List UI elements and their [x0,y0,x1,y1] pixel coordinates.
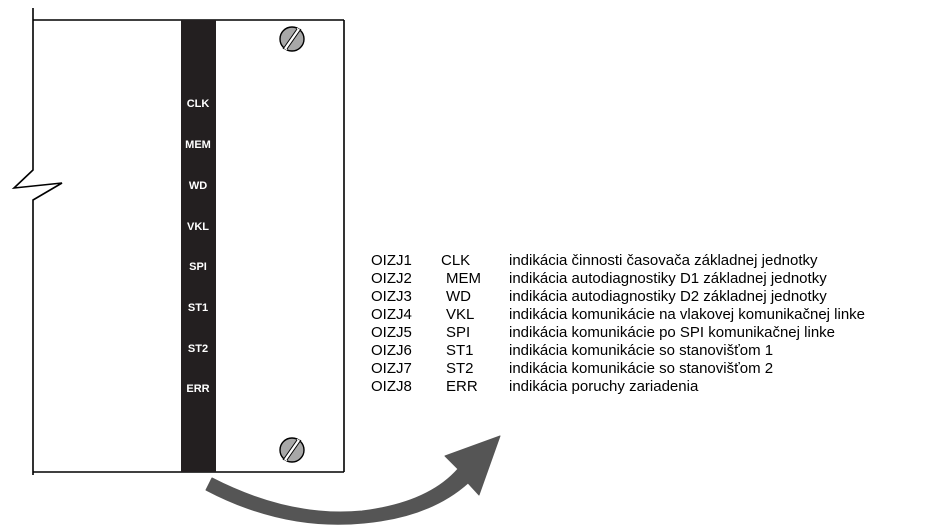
legend-row: OIZJ1 CLK indikácia činnosti časovača zá… [371,252,818,269]
top-screw-icon [279,26,305,52]
legend-code: OIZJ3 [371,288,412,305]
legend-code: OIZJ7 [371,360,412,377]
legend-code: OIZJ4 [371,306,412,323]
led-label-wd: WD [189,180,207,192]
legend-code: OIZJ5 [371,324,412,341]
legend-label: SPI [446,324,470,341]
legend-description: indikácia komunikácie so stanovišťom 1 [509,342,773,359]
legend-label: ST1 [446,342,474,359]
led-label-spi: SPI [189,261,207,273]
legend-code: OIZJ2 [371,270,412,287]
legend-description: indikácia poruchy zariadenia [509,378,699,395]
curved-arrow-icon [205,435,501,525]
legend-label: MEM [446,270,481,287]
legend-row: OIZJ2 MEM indikácia autodiagnostiky D1 z… [371,270,827,287]
legend-code: OIZJ1 [371,252,412,269]
legend-label: ERR [446,378,478,395]
legend-label: VKL [446,306,474,323]
legend-row: OIZJ6 ST1 indikácia komunikácie so stano… [371,342,773,359]
legend-code: OIZJ8 [371,378,412,395]
led-label-st1: ST1 [188,302,208,314]
legend-description: indikácia autodiagnostiky D1 základnej j… [509,270,827,287]
legend-label: WD [446,288,471,305]
bottom-screw-icon [279,437,305,463]
led-labels: CLK MEM WD VKL SPI ST1 ST2 ERR [185,98,211,395]
legend-label: CLK [441,252,470,269]
legend-row: OIZJ3 WD indikácia autodiagnostiky D2 zá… [371,288,827,305]
legend-label: ST2 [446,360,474,377]
legend-row: OIZJ5 SPI indikácia komunikácie po SPI k… [371,324,835,341]
legend-description: indikácia komunikácie na vlakovej komuni… [509,306,865,323]
legend-description: indikácia autodiagnostiky D2 základnej j… [509,288,827,305]
legend-table: OIZJ1 CLK indikácia činnosti časovača zá… [371,252,865,395]
led-label-err: ERR [186,383,209,395]
legend-row: OIZJ8 ERR indikácia poruchy zariadenia [371,378,699,395]
legend-row: OIZJ7 ST2 indikácia komunikácie so stano… [371,360,773,377]
led-label-mem: MEM [185,139,211,151]
led-label-st2: ST2 [188,343,208,355]
legend-description: indikácia činnosti časovača základnej je… [509,252,818,269]
legend-code: OIZJ6 [371,342,412,359]
legend-row: OIZJ4 VKL indikácia komunikácie na vlako… [371,306,865,323]
legend-description: indikácia komunikácie po SPI komunikačne… [509,324,835,341]
led-label-vkl: VKL [187,221,209,233]
led-label-clk: CLK [187,98,210,110]
legend-description: indikácia komunikácie so stanovišťom 2 [509,360,773,377]
led-label-strip [181,20,216,472]
panel-break-edge [11,8,63,475]
